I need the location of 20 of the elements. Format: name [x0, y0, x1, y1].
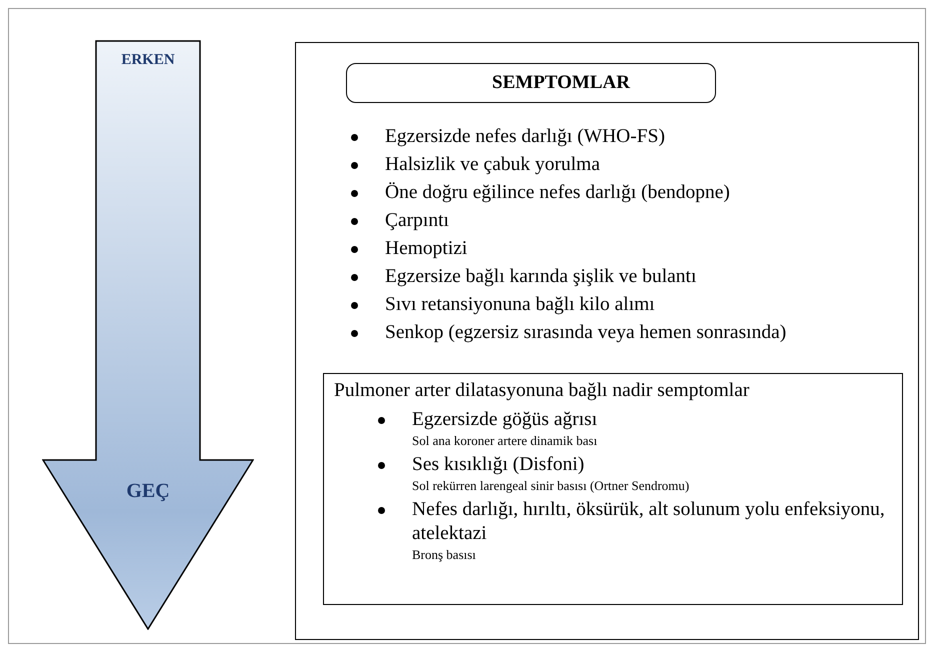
- stage-label: ERKEN: [121, 52, 175, 68]
- section-heading: Pulmoner arter dilatasyonuna bağlı nadir semptomlar: [334, 380, 750, 402]
- symptom-item: Nefes darlığı, hırıltı, öksürük, alt solunum yolu enfeksiyonu, atelektazi: [378, 498, 932, 546]
- symptom-item: Ses kısıklığı (Disfoni): [378, 453, 932, 477]
- symptom-item: Halsizlik ve çabuk yorulma: [351, 151, 786, 179]
- symptom-item: Egzersize bağlı karında şişlik ve bulantı: [351, 263, 786, 291]
- symptom-item: Egzersizde göğüs ağrısı: [378, 408, 932, 432]
- symptom-item: Çarpıntı: [351, 207, 786, 235]
- stage-label: GEÇ: [126, 480, 170, 502]
- cause-note: Sol rekürren larengeal sinir basısı (Ortner Sendromu): [412, 478, 690, 494]
- cause-note: Bronş basısı: [412, 547, 476, 563]
- symptom-item: Egzersizde nefes darlığı (WHO-FS): [351, 123, 786, 151]
- symptom-item: Hemoptizi: [351, 235, 786, 263]
- symptom-item: Senkop (egzersiz sırasında veya hemen sonrasında): [351, 319, 786, 347]
- rare-symptom-box: [323, 373, 903, 605]
- heading-box: SEMPTOMLAR: [346, 63, 716, 103]
- symptom-panel: [295, 42, 919, 640]
- symptom-item: Sıvı retansiyonuna bağlı kilo alımı: [351, 291, 786, 319]
- cause-note: Sol ana koroner artere dinamik bası: [412, 433, 598, 449]
- symptom-item: Öne doğru eğilince nefes darlığı (bendopne): [351, 179, 786, 207]
